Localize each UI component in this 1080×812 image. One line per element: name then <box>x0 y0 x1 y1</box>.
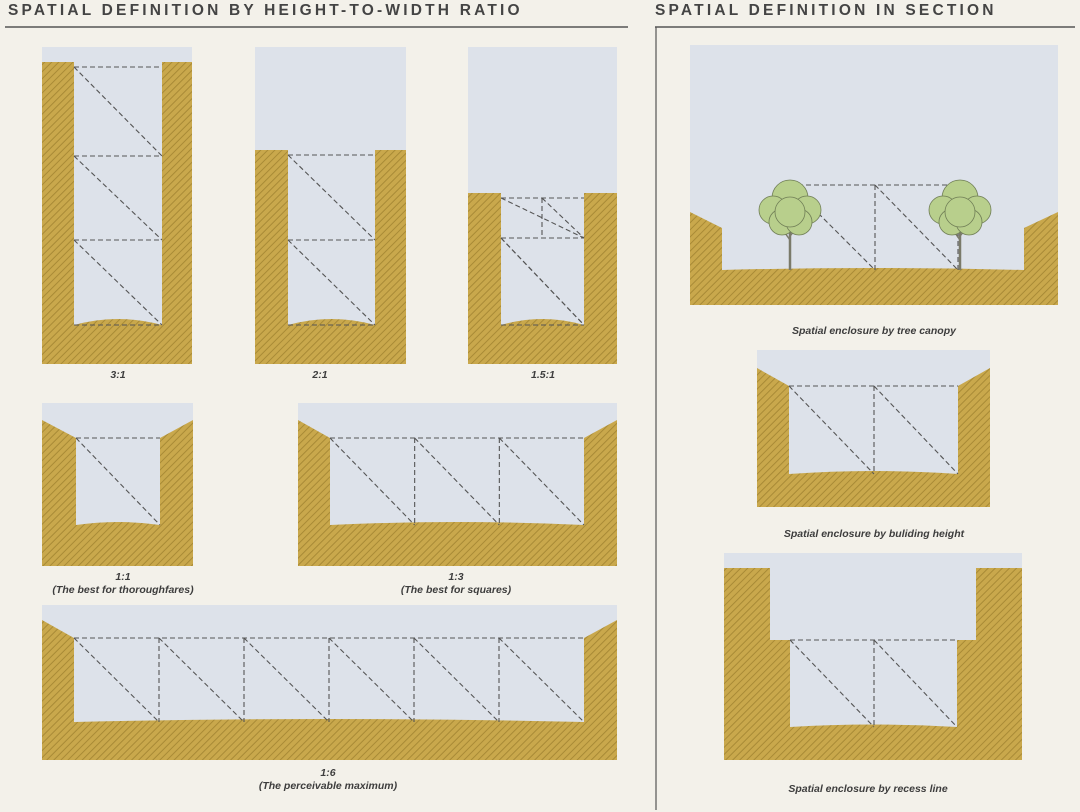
section-recess-line <box>724 553 1022 760</box>
dashed-construction-line <box>329 437 416 526</box>
ratio-label: 1.5:1 <box>531 369 555 381</box>
dashed-construction-line <box>541 197 585 239</box>
dashed-construction-line <box>328 637 415 723</box>
ratio-label: 1:3 <box>448 571 464 583</box>
caption-ratio-1-5-1: 1.5:1 <box>513 369 573 382</box>
ratio-label: 3:1 <box>110 369 126 381</box>
dashed-construction-line <box>73 637 160 723</box>
dashed-construction-line <box>287 239 376 326</box>
dashed-construction-line <box>498 437 585 526</box>
dashed-construction-line <box>874 184 959 271</box>
ratio-label: 2:1 <box>312 369 328 381</box>
ratio-note: (The perceivable maximum) <box>258 780 398 792</box>
caption-building-height: Spatial enclosure by buliding height <box>783 528 965 540</box>
dashed-construction-line <box>73 155 163 241</box>
dashed-construction-line <box>789 639 875 728</box>
dashed-construction-line <box>500 237 585 326</box>
section-ratio-1-3 <box>298 403 617 566</box>
dashed-construction-line <box>500 197 585 239</box>
dashed-construction-line <box>287 154 376 241</box>
ratio-note: (The best for squares) <box>400 584 512 596</box>
ground-mass <box>298 420 617 566</box>
sky-area <box>690 45 1058 305</box>
section-ratio-1-6 <box>42 605 617 760</box>
dashed-construction-line <box>873 385 959 475</box>
ground-mass <box>42 620 617 760</box>
tree-right <box>928 179 992 270</box>
caption-recess-line: Spatial enclosure by recess line <box>788 783 948 795</box>
dashed-construction-line <box>73 66 163 157</box>
ratio-note: (The best for thoroughfares) <box>52 584 194 596</box>
ground-mass <box>724 568 1022 760</box>
dashed-construction-line <box>414 437 500 526</box>
section-ratio-1-5-1 <box>468 47 617 364</box>
section-ratio-1-1 <box>42 403 193 566</box>
tree-canopy <box>774 196 806 228</box>
tree-left <box>758 179 822 270</box>
ground-mass <box>690 212 1058 305</box>
section-ratio-3-1 <box>42 47 192 364</box>
heading-section: SPATIAL DEFINITION IN SECTION <box>655 2 997 19</box>
dashed-construction-line <box>873 639 958 728</box>
section-ratio-2-1 <box>255 47 406 364</box>
ratio-label: 1:1 <box>115 571 131 583</box>
section-tree-canopy <box>690 45 1058 305</box>
caption-tree-canopy: Spatial enclosure by tree canopy <box>792 325 956 337</box>
ground-mass <box>42 420 193 566</box>
ground-mass <box>757 368 990 507</box>
section-building-height <box>757 350 990 507</box>
caption-ratio-3-1: 3:1 <box>88 369 148 382</box>
caption-ratio-2-1: 2:1 <box>290 369 350 382</box>
caption-ratio-1-1: 1:1 (The best for thoroughfares) <box>18 571 228 597</box>
ground-mass <box>255 150 406 364</box>
ground-mass <box>468 193 617 364</box>
dashed-construction-line <box>413 637 500 723</box>
tree-canopy <box>944 196 976 228</box>
dashed-construction-line <box>788 385 875 475</box>
dashed-construction-line <box>75 437 161 526</box>
caption-ratio-1-3: 1:3 (The best for squares) <box>356 571 556 597</box>
dashed-construction-line <box>73 239 163 326</box>
caption-ratio-1-6: 1:6 (The perceivable maximum) <box>216 767 440 793</box>
ground-mass <box>42 62 192 364</box>
heading-height-width-ratio: SPATIAL DEFINITION BY HEIGHT-TO-WIDTH RA… <box>8 2 523 19</box>
dashed-construction-line <box>498 637 585 723</box>
ratio-label: 1:6 <box>320 767 336 779</box>
dashed-construction-line <box>243 637 330 723</box>
dashed-construction-line <box>158 637 245 723</box>
